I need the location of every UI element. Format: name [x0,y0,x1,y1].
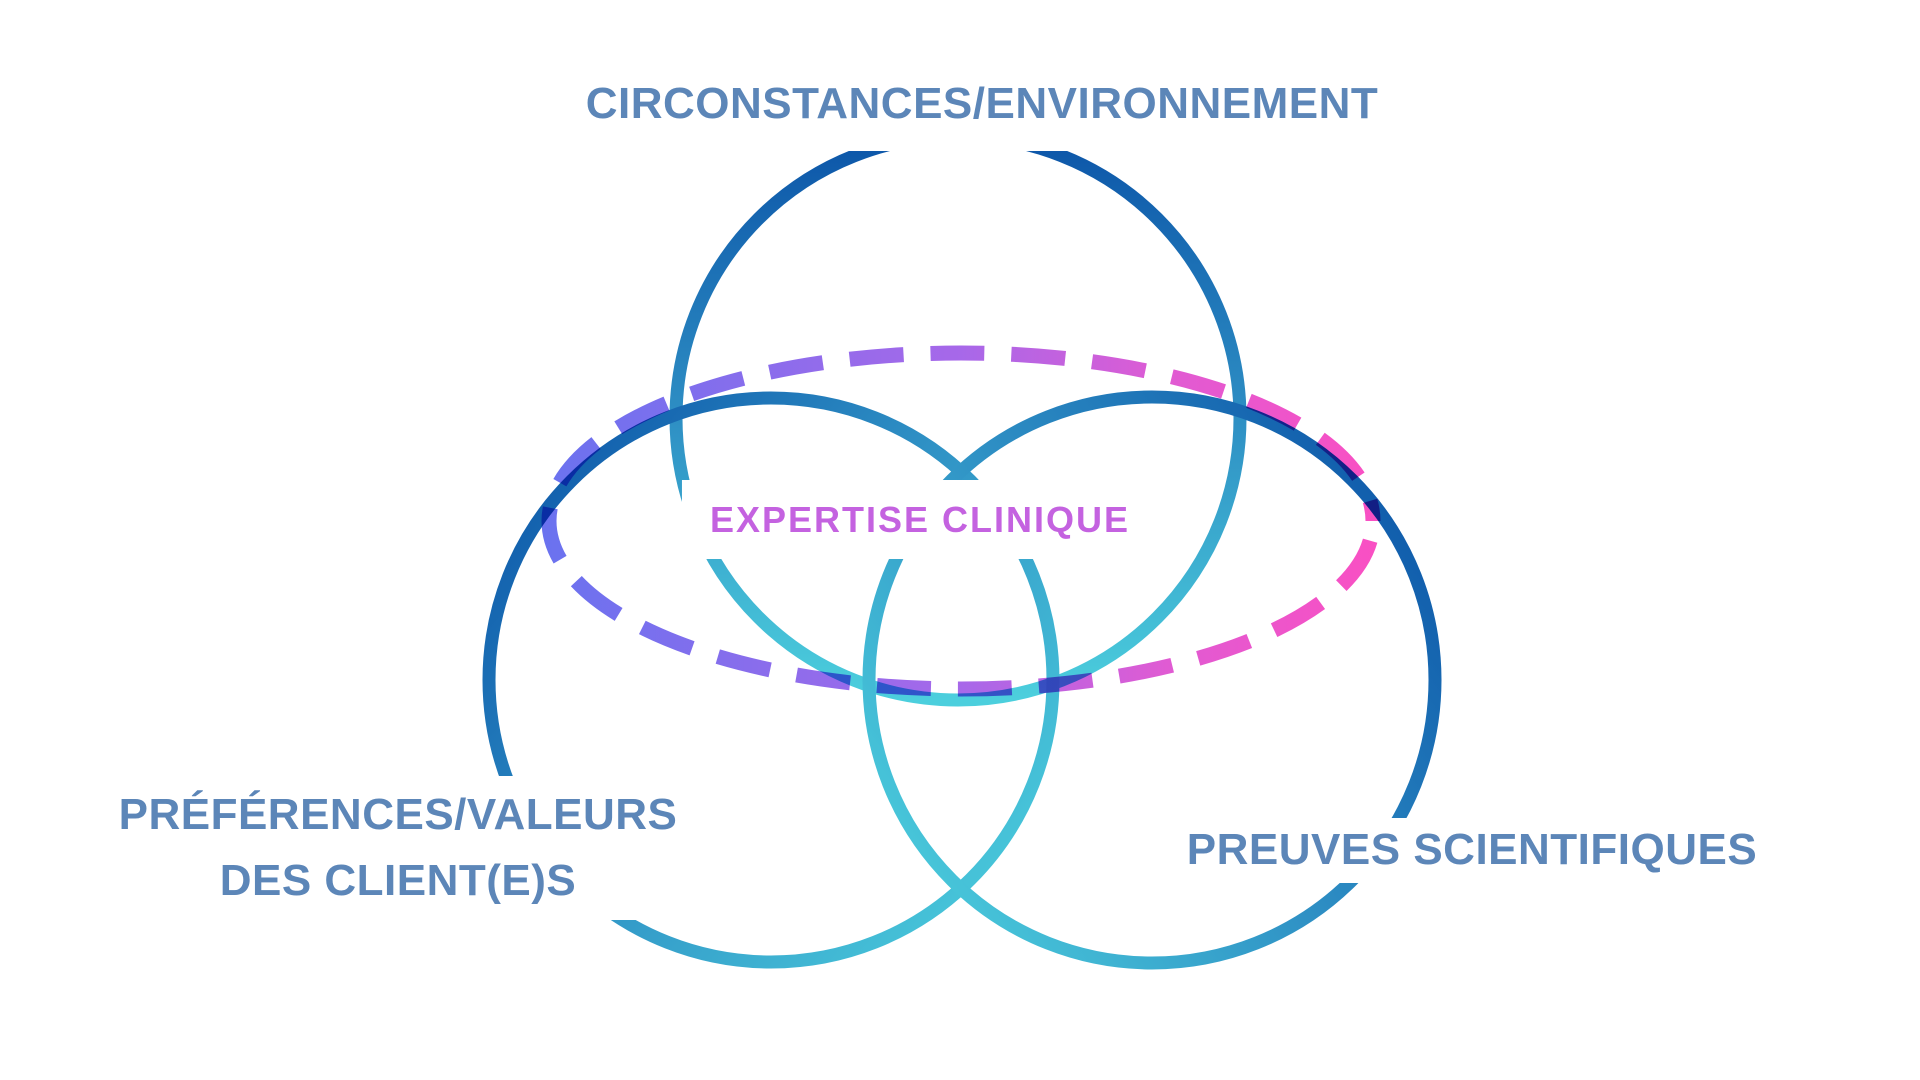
dashed-ellipse-expertise-clinique [541,345,1381,697]
label-preferences-line1: PRÉFÉRENCES/VALEURS [118,790,678,839]
label-circonstances-environnement: CIRCONSTANCES/ENVIRONNEMENT [557,72,1407,151]
label-preferences-valeurs-des-clients: PRÉFÉRENCES/VALEURS DES CLIENT(E)S [100,776,696,920]
label-expertise-clinique: EXPERTISE CLINIQUE [681,480,1159,560]
label-preferences-line2: DES CLIENT(E)S [219,856,577,905]
circle-preuves-scientifiques [862,390,1442,970]
label-preuves-scientifiques: PREUVES SCIENTIFIQUES [1168,818,1776,883]
circle-circonstances-environnement [669,129,1247,707]
